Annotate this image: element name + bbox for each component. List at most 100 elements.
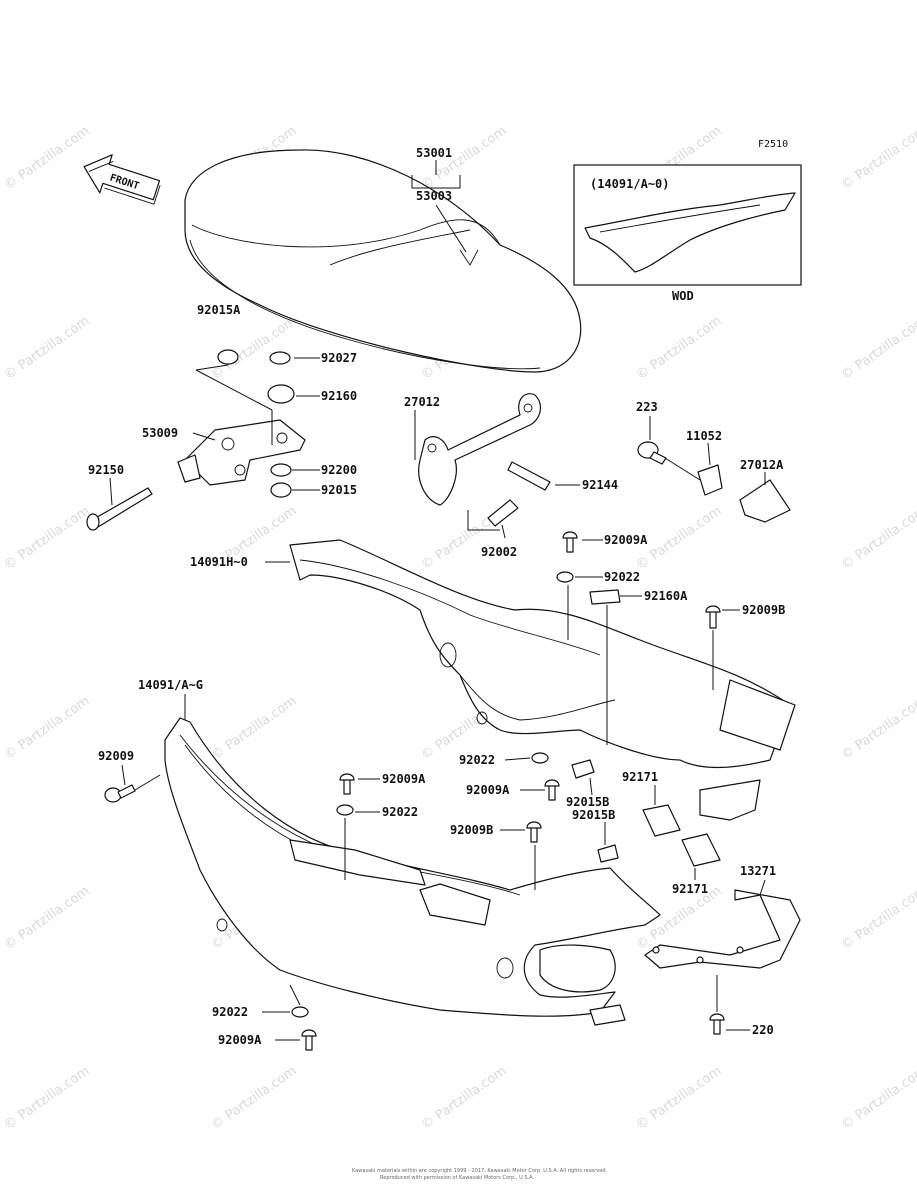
watermark: © Partzilla.com [839, 123, 917, 193]
watermark: © Partzilla.com [209, 1063, 300, 1133]
pad-92171-1 [642, 804, 681, 837]
clip-92015B-1 [571, 759, 595, 779]
label-92009A-2: 92009A [466, 783, 510, 797]
seat [184, 149, 582, 373]
leader-92022-4-up [289, 984, 301, 1006]
screw-92009B-2 [526, 821, 542, 843]
watermark: © Partzilla.com [2, 503, 93, 573]
screw-92009A-1 [562, 531, 578, 553]
screw-92009A-4 [301, 1029, 317, 1051]
leader-11052 [707, 442, 711, 466]
cover-hole [476, 711, 488, 725]
leader-92009 [121, 764, 161, 791]
cover-hole [496, 957, 514, 979]
label-92009B-1: 92009B [742, 603, 785, 617]
seat-tag [459, 249, 479, 266]
cover-14091AG-rail [289, 839, 426, 886]
screw-92009-head [104, 787, 122, 803]
cover-14091H-line [299, 559, 601, 656]
label-92009A-1: 92009A [604, 533, 648, 547]
label-92015: 92015 [321, 483, 357, 497]
label-92171-2: 92171 [672, 882, 708, 896]
seat-seam [191, 219, 501, 248]
washer-92022-1 [556, 571, 574, 583]
cover-hole [439, 642, 457, 668]
cover-14091H-tab [719, 679, 796, 751]
label-92015A: 92015A [197, 303, 241, 317]
watermark: © Partzilla.com [839, 883, 917, 953]
washer-92022-2 [531, 752, 549, 764]
leader-13271 [759, 879, 766, 896]
label-92009A-3: 92009A [382, 772, 426, 786]
pad-92160A [589, 589, 621, 605]
label-223: 223 [636, 400, 658, 414]
label-53001: 53001 [416, 146, 452, 160]
cover-14091AG-tab [589, 1004, 626, 1026]
inset-caption: WOD [672, 289, 694, 303]
bolt-92002 [487, 499, 519, 527]
leader-223 [649, 416, 701, 481]
lock-27012 [418, 393, 542, 506]
watermark: © Partzilla.com [2, 313, 93, 383]
screw-92009A-2 [544, 779, 560, 801]
cover-14091H [289, 539, 791, 769]
seat-edge [189, 239, 541, 370]
inset-cover-line [599, 204, 761, 233]
grommet-92015 [270, 482, 292, 498]
washer-92022-4 [291, 1006, 309, 1018]
label-92015B-2: 92015B [572, 808, 615, 822]
label-92027: 92027 [321, 351, 357, 365]
screw-92009A-3 [339, 773, 355, 795]
label-14091H: 14091H~0 [190, 555, 248, 569]
clip-11052 [697, 464, 723, 496]
watermark: © Partzilla.com [839, 693, 917, 763]
label-92160: 92160 [321, 389, 357, 403]
copyright-line-2: Reproduced with permission of Kawasaki M… [380, 1175, 534, 1181]
front-arrow: FRONT [83, 154, 161, 205]
watermark: © Partzilla.com [2, 693, 93, 763]
label-92200: 92200 [321, 463, 357, 477]
bracket-hole [696, 956, 704, 964]
bracket-hole [234, 464, 246, 476]
bolt-92150-head [86, 513, 100, 531]
bracket-hole [736, 946, 744, 954]
cap-92027 [269, 351, 291, 365]
seat-seam-2 [329, 229, 471, 266]
upper-side-cover [289, 539, 796, 821]
label-92160A: 92160A [644, 589, 688, 603]
front-arrow-shadow [88, 161, 161, 205]
watermark: © Partzilla.com [2, 123, 93, 193]
damper-92160 [267, 384, 295, 404]
label-53003: 53003 [416, 189, 452, 203]
cover-14091AG-vent [419, 883, 491, 926]
leader-53001 [411, 160, 461, 189]
leader-92002 [501, 524, 506, 539]
watermark: © Partzilla.com [419, 1063, 510, 1133]
leader-92022-2 [504, 757, 531, 761]
cover-14091AG-window [539, 944, 616, 993]
label-14091AG: 14091/A~G [138, 678, 203, 692]
bolt-223-shank [649, 451, 667, 465]
cover-14091H-tail [699, 779, 761, 821]
label-92002: 92002 [481, 545, 517, 559]
watermark: © Partzilla.com [2, 883, 93, 953]
label-92022-4: 92022 [212, 1005, 248, 1019]
watermark: © Partzilla.com [2, 1063, 93, 1133]
label-92022-1: 92022 [604, 570, 640, 584]
screw-92009B-1 [705, 605, 721, 629]
figure-id: F2510 [758, 139, 788, 150]
collar-92200 [270, 463, 292, 477]
cover-hole [216, 918, 228, 932]
cover-14091AG [164, 717, 661, 1017]
screw-92009 [117, 784, 136, 799]
grommet-92015A [217, 349, 239, 365]
label-92144: 92144 [582, 478, 618, 492]
label-92009A-4: 92009A [218, 1033, 262, 1047]
leader-92150 [109, 477, 113, 506]
seat-lock [418, 393, 542, 506]
watermark: © Partzilla.com [839, 313, 917, 383]
copyright-line: Kawasaki materials within are copyright … [352, 1168, 608, 1174]
leader-27012 [414, 410, 500, 531]
label-92009B-2: 92009B [450, 823, 493, 837]
